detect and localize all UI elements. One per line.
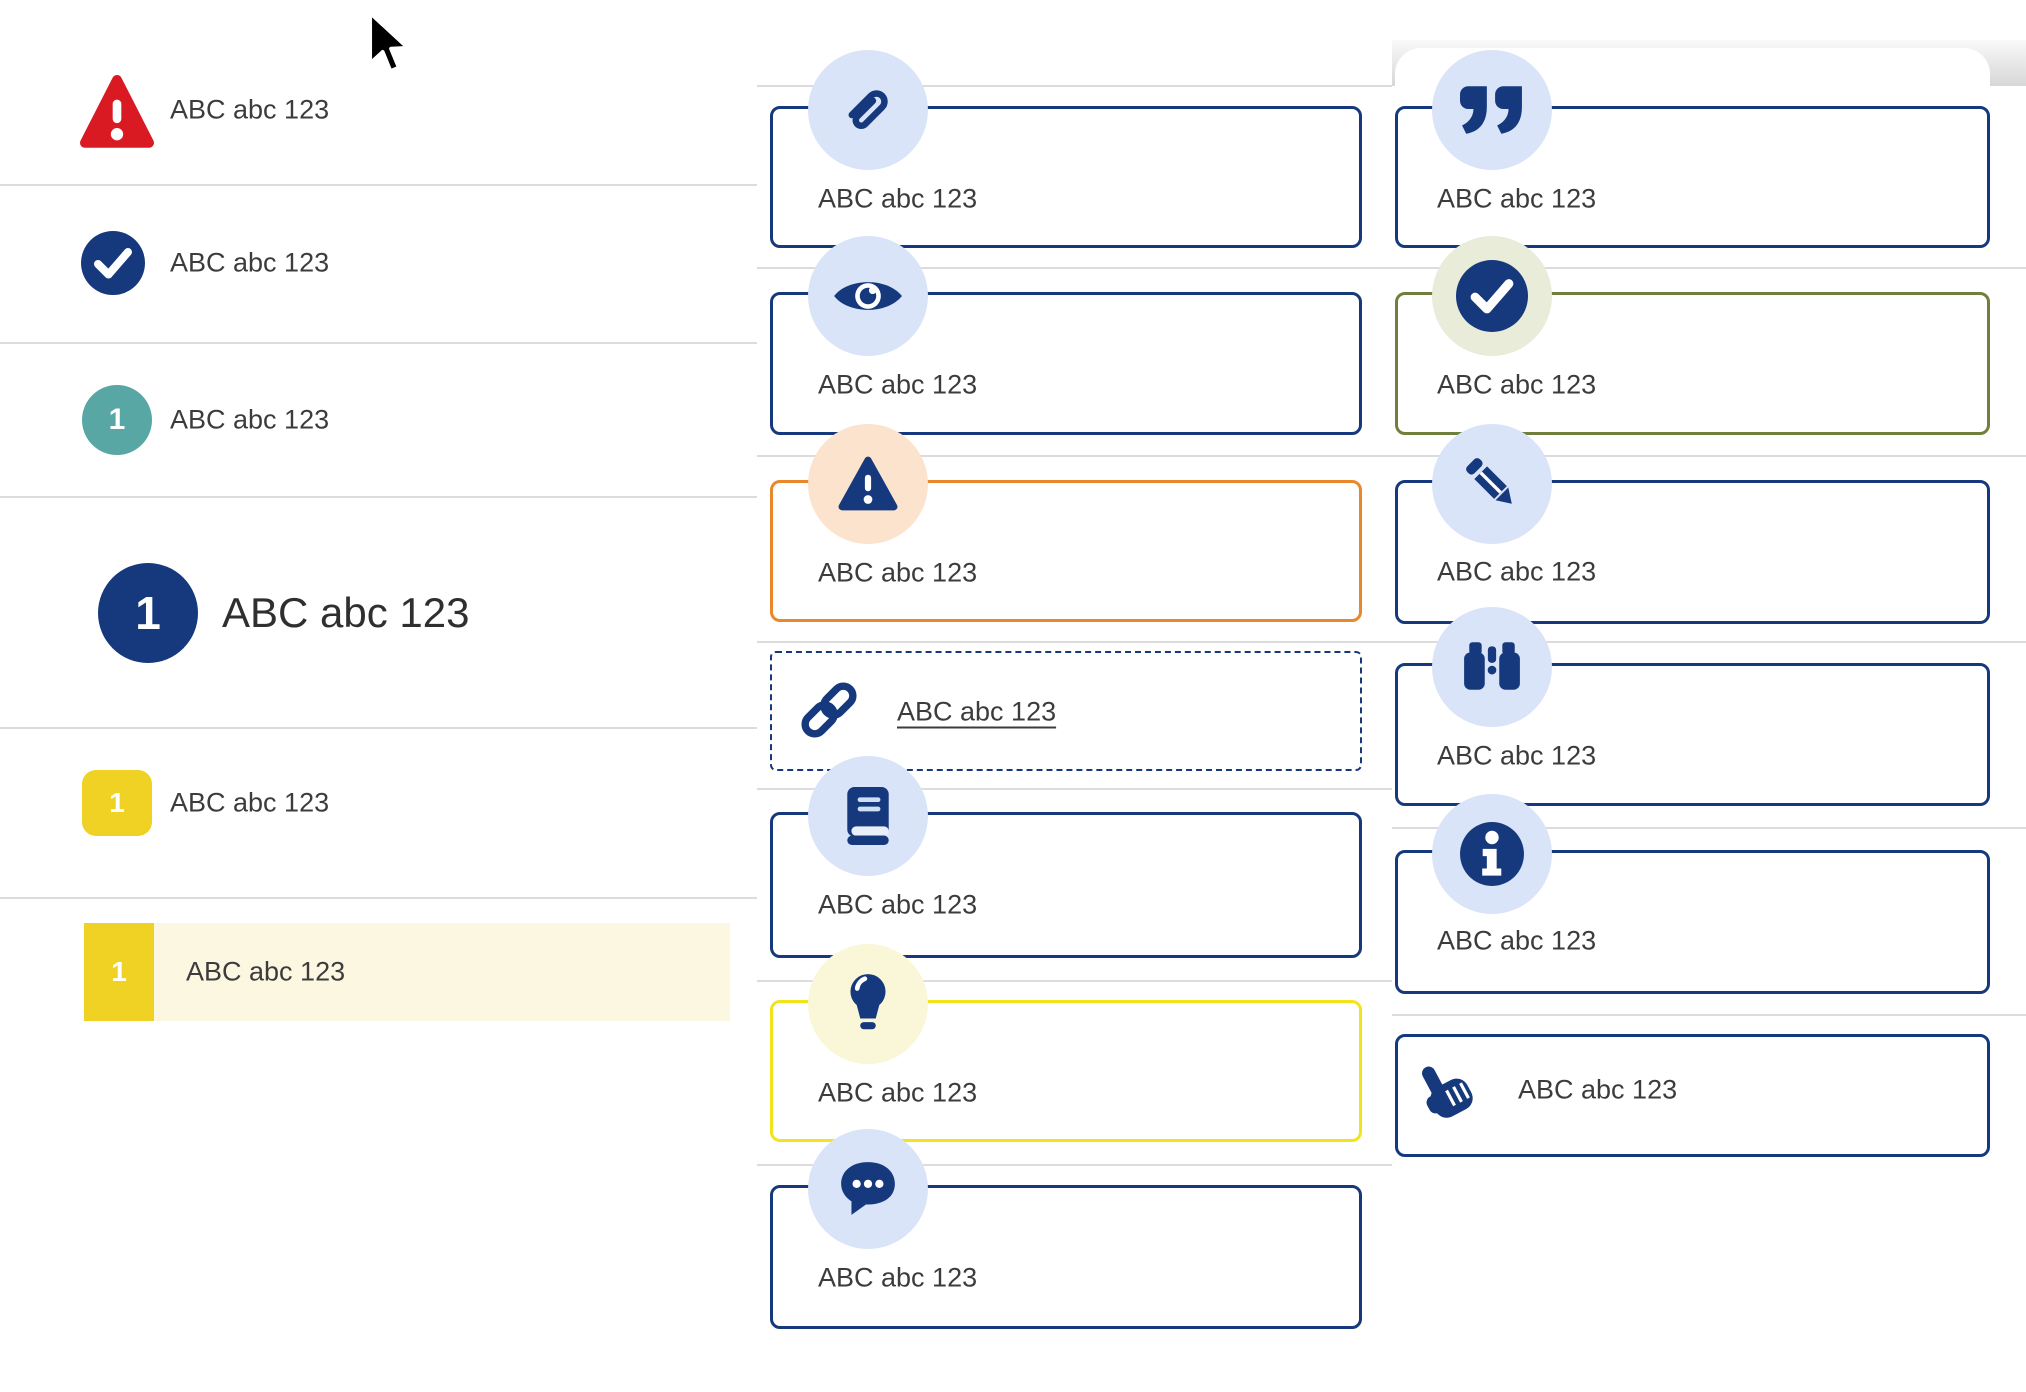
icon-circle (808, 424, 928, 544)
card-label: ABC abc 123 (818, 1077, 978, 1108)
callout-card-book (770, 812, 1362, 958)
divider (0, 897, 757, 899)
divider (0, 184, 757, 186)
list-item-label: ABC abc 123 (170, 94, 330, 125)
pencil-icon (1466, 458, 1512, 504)
divider (0, 496, 757, 498)
card-label: ABC abc 123 (818, 369, 978, 400)
icon-circle (808, 1129, 928, 1249)
warning-icon (838, 456, 898, 511)
quote-icon (1460, 86, 1522, 134)
list-item-label: ABC abc 123 (170, 787, 330, 818)
divider (1392, 827, 2026, 829)
icon-circle (808, 50, 928, 170)
list-item-label: ABC abc 123 (186, 956, 346, 987)
card-label: ABC abc 123 (818, 183, 978, 214)
icon-circle (1432, 50, 1552, 170)
divider (757, 788, 1392, 790)
card-label: ABC abc 123 (1437, 183, 1597, 214)
hand-pointer-icon (1422, 1066, 1473, 1118)
callout-card-link (770, 651, 1362, 771)
icon-circle (1432, 607, 1552, 727)
card-label: ABC abc 123 (818, 1262, 978, 1293)
card-label: ABC abc 123 (818, 557, 978, 588)
card-label: ABC abc 123 (1437, 369, 1597, 400)
icon-circle (808, 756, 928, 876)
card-label: ABC abc 123 (1437, 556, 1597, 587)
divider (757, 267, 2026, 269)
card-link-label[interactable]: ABC abc 123 (897, 696, 1057, 727)
number-badge-yellow: 1 (82, 770, 152, 836)
icon-circle (1432, 424, 1552, 544)
icon-circle (1432, 794, 1552, 914)
icon-circle (1432, 236, 1552, 356)
number-badge-navy-large: 1 (98, 563, 198, 663)
check-icon (1456, 260, 1528, 332)
list-item-label-large: ABC abc 123 (222, 589, 470, 636)
divider (757, 1164, 1392, 1166)
divider (0, 342, 757, 344)
callout-card-hand (1395, 1034, 1990, 1157)
info-icon (1460, 822, 1524, 886)
divider (757, 85, 1392, 87)
book-icon (847, 787, 889, 845)
mouse-cursor-icon (368, 11, 410, 74)
icon-circle (808, 944, 928, 1064)
paperclip-icon (848, 90, 888, 129)
icon-circle (808, 236, 928, 356)
card-label: ABC abc 123 (1437, 740, 1597, 771)
card-label: ABC abc 123 (1437, 925, 1597, 956)
list-item-label: ABC abc 123 (170, 404, 330, 435)
highlighted-row (84, 923, 730, 1021)
divider (757, 980, 1392, 982)
number-badge-teal: 1 (82, 385, 152, 455)
divider (757, 641, 2026, 643)
lightbulb-icon (850, 974, 886, 1030)
card-label: ABC abc 123 (818, 889, 978, 920)
number-badge-yellow-bar: 1 (84, 923, 154, 1021)
alert-triangle-icon (80, 75, 154, 148)
divider (0, 727, 757, 729)
check-circle-icon (81, 231, 145, 295)
card-label: ABC abc 123 (1518, 1074, 1678, 1105)
binoculars-icon (1464, 642, 1520, 690)
eye-icon (834, 282, 902, 310)
link-icon (801, 682, 857, 738)
list-item-label: ABC abc 123 (170, 247, 330, 278)
divider (757, 455, 2026, 457)
divider (1392, 1014, 2026, 1016)
speech-bubble-icon (841, 1162, 895, 1215)
